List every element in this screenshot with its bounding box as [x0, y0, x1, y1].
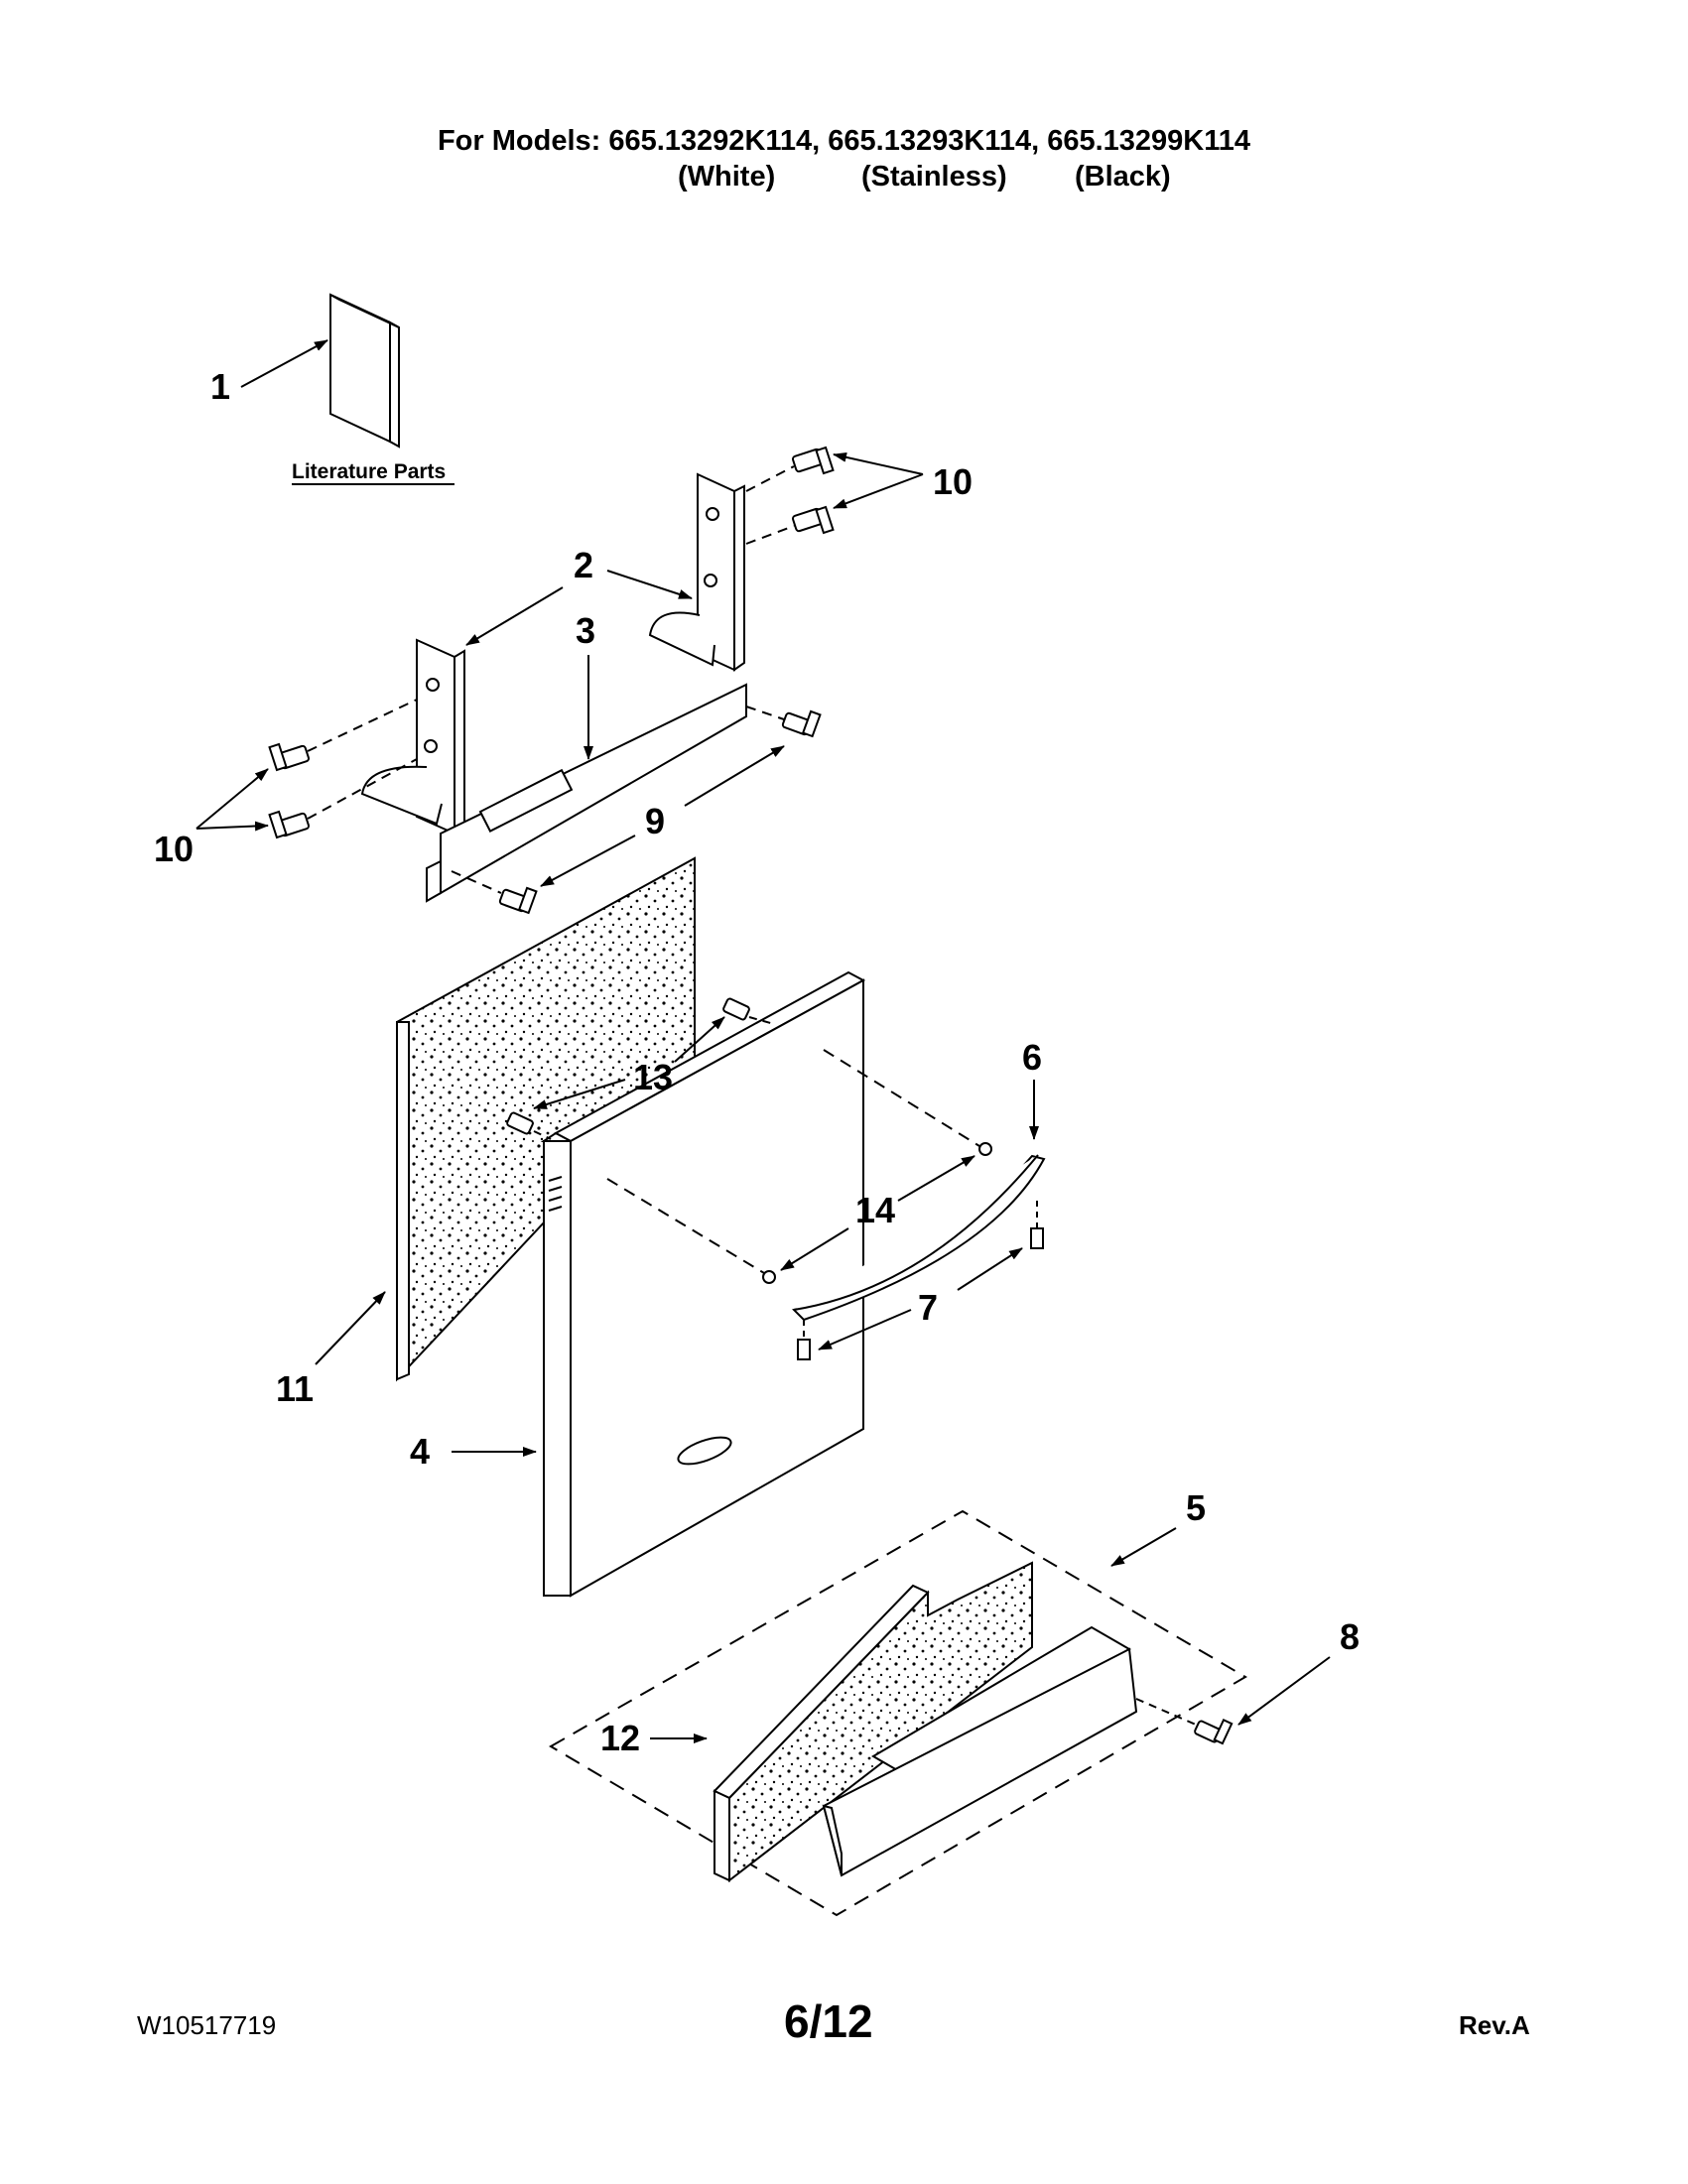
variant-black: (Black) — [1075, 161, 1171, 193]
handle-clip-left — [762, 1270, 776, 1284]
callout-5: 5 — [1186, 1487, 1206, 1528]
screw-9-right — [781, 709, 822, 738]
toe-panel-kit-outline — [549, 1509, 1247, 1917]
leader-13a — [674, 1016, 725, 1063]
screw-9-left — [498, 886, 538, 915]
screw-10-top-a — [791, 446, 835, 475]
variant-stainless: (Stainless) — [861, 161, 1007, 193]
dash-9-right — [745, 706, 785, 720]
leader-2a — [606, 570, 693, 599]
leader-13b — [533, 1079, 626, 1109]
leader-2b — [465, 586, 564, 646]
leader-10a-2 — [833, 473, 924, 509]
revision-label: Rev.A — [1459, 2010, 1530, 2040]
set-screw-left — [797, 1339, 811, 1360]
dash-13-top — [748, 1016, 775, 1025]
dash-10-left-b — [307, 758, 418, 820]
callout-12: 12 — [600, 1718, 640, 1758]
callout-11: 11 — [276, 1368, 314, 1409]
screw-10-left-a — [268, 742, 311, 772]
callout-13: 13 — [633, 1057, 673, 1097]
leader-7a — [957, 1247, 1023, 1291]
door-insulation — [396, 856, 696, 1382]
mounting-bracket-left — [360, 638, 465, 835]
callout-7: 7 — [918, 1287, 938, 1328]
literature-parts-label: Literature Parts — [292, 460, 446, 483]
leader-8 — [1237, 1656, 1331, 1726]
toe-panel-insulation — [713, 1561, 1033, 1883]
callout-4: 4 — [410, 1431, 430, 1472]
screw-10-top-b — [791, 505, 835, 535]
callout-3: 3 — [576, 610, 595, 651]
handle-clip-right — [978, 1142, 992, 1156]
callout-10-left: 10 — [154, 829, 194, 869]
mounting-bracket-right — [648, 472, 745, 672]
access-panel-rail — [426, 683, 747, 903]
leader-5 — [1110, 1527, 1177, 1567]
literature-booklet — [329, 293, 400, 449]
leader-7b — [818, 1309, 912, 1350]
outer-door-panel — [540, 970, 866, 1598]
callout-14: 14 — [855, 1190, 895, 1230]
dash-8 — [1135, 1698, 1197, 1726]
callout-2: 2 — [574, 545, 593, 585]
models-title: For Models: 665.13292K114, 665.13293K114… — [437, 125, 1251, 157]
screw-13-top — [722, 997, 750, 1021]
dash-9-left — [451, 870, 502, 894]
page-number: 6/12 — [784, 1995, 873, 2047]
screw-10-left-b — [268, 810, 311, 839]
leader-10b-1 — [195, 768, 269, 830]
dash-13-side — [533, 1130, 552, 1140]
dash-10-top-a — [745, 465, 795, 492]
callout-9: 9 — [645, 801, 665, 841]
set-screw-right — [1030, 1227, 1044, 1249]
dash-10-left-a — [307, 699, 418, 752]
leader-1 — [240, 339, 328, 388]
door-vent-slots — [548, 1176, 563, 1212]
leader-14b — [780, 1227, 849, 1271]
screw-8 — [1194, 1719, 1234, 1745]
variant-white: (White) — [678, 161, 776, 193]
callout-8: 8 — [1340, 1616, 1360, 1657]
dash-14-b — [606, 1178, 765, 1274]
callout-1: 1 — [210, 366, 230, 407]
callout-10-top: 10 — [933, 461, 973, 502]
leader-10a-1 — [833, 451, 924, 475]
leader-9b — [540, 835, 636, 887]
leader-11 — [315, 1291, 386, 1365]
leader-14a — [897, 1155, 975, 1202]
door-handle — [792, 1154, 1046, 1322]
dash-10-top-b — [745, 525, 795, 545]
screw-13-side — [506, 1111, 534, 1135]
leader-9a — [684, 745, 785, 807]
toe-panel — [822, 1625, 1138, 1877]
dash-14-a — [823, 1049, 980, 1147]
leader-10b-2 — [195, 821, 269, 832]
callout-6: 6 — [1022, 1037, 1042, 1078]
document-number: W10517719 — [137, 2010, 277, 2040]
